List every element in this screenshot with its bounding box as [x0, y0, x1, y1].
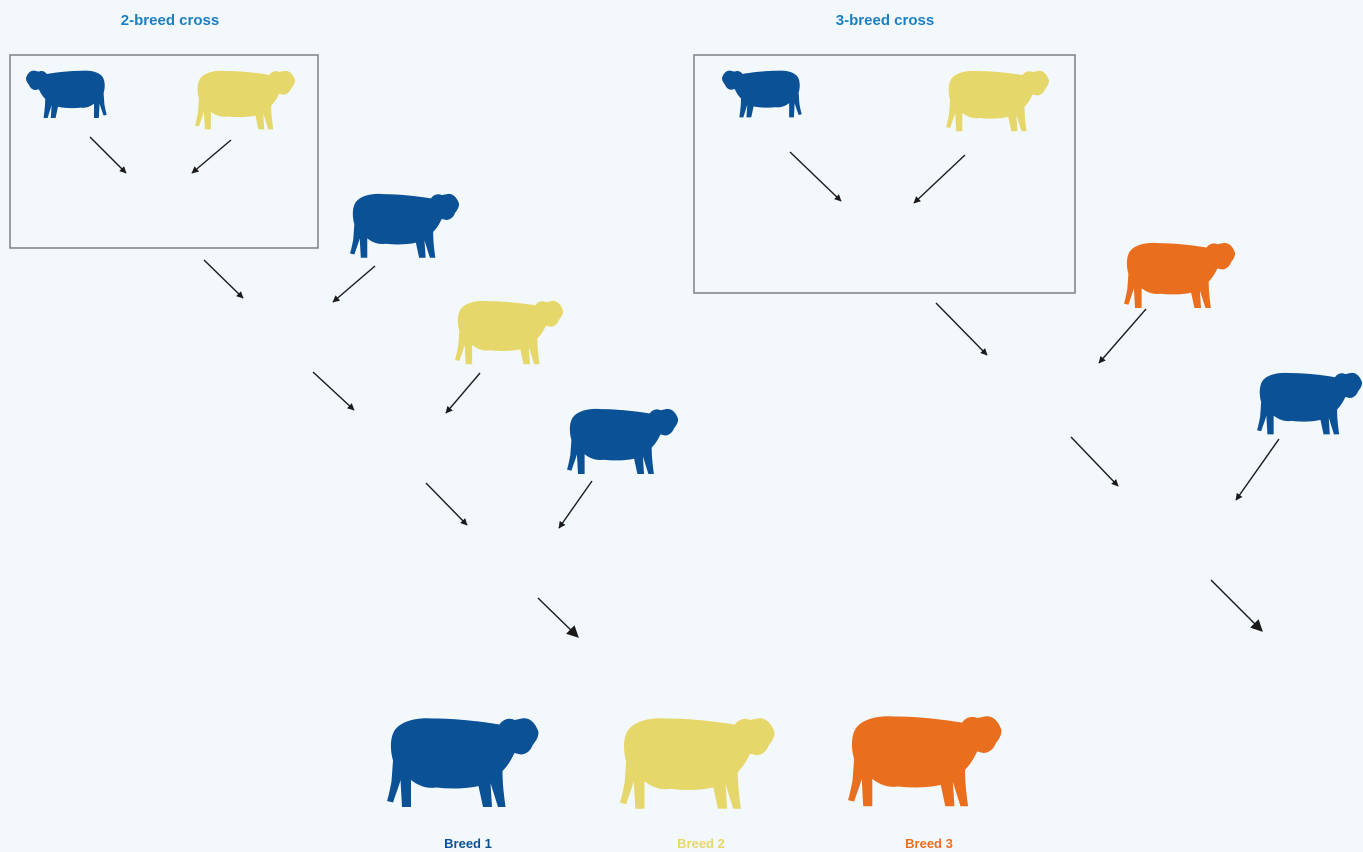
- arrow: [1098, 308, 1147, 364]
- f1-calf: [843, 220, 926, 270]
- legend-label-breed-1: Breed 1: [444, 836, 492, 851]
- crossbred-calf: [245, 307, 308, 345]
- arrow: [789, 151, 842, 202]
- arrow: [558, 480, 593, 529]
- arrow: [89, 136, 127, 174]
- arrow: [1235, 438, 1280, 501]
- founder-cow-breed2: [194, 70, 295, 130]
- arrow: [312, 371, 355, 411]
- founder-cow-breed2: [946, 70, 1050, 132]
- arrow: [1070, 436, 1119, 487]
- sire-cow: [567, 408, 679, 474]
- two-breed-cross-title: 2-breed cross: [120, 12, 220, 29]
- legend-cow-breed3: [848, 716, 1002, 807]
- three-breed-cross-title: 3-breed cross: [835, 12, 935, 29]
- arrow: [203, 259, 244, 299]
- two-breed-founder-box: [9, 54, 319, 249]
- three-breed-founder-box: [693, 54, 1076, 294]
- crossbred-calf: [989, 363, 1067, 410]
- founder-cow-breed1: [722, 70, 802, 118]
- crossbred-calf: [358, 418, 420, 455]
- arrow: [935, 302, 988, 356]
- founder-cow-breed1: [26, 70, 107, 118]
- sire-cow: [455, 300, 564, 365]
- crossbred-calf: [1126, 500, 1207, 548]
- crossbred-calf: [471, 533, 533, 570]
- legend-label-breed-2: Breed 2: [677, 836, 725, 851]
- legend-cow-breed1: [387, 718, 539, 807]
- legend-cow-breed2: [620, 718, 775, 809]
- sire-cow: [1124, 242, 1236, 308]
- arrow: [1210, 579, 1263, 632]
- legend-label-breed-3: Breed 3: [905, 836, 953, 851]
- f1-calf: [132, 185, 195, 223]
- arrow: [425, 482, 468, 526]
- sire-cow: [349, 193, 460, 258]
- arrow: [191, 139, 232, 174]
- arrow: [537, 597, 579, 638]
- sire-cow: [1257, 372, 1363, 435]
- arrow: [332, 265, 376, 303]
- arrow: [445, 372, 481, 414]
- arrow: [913, 154, 966, 204]
